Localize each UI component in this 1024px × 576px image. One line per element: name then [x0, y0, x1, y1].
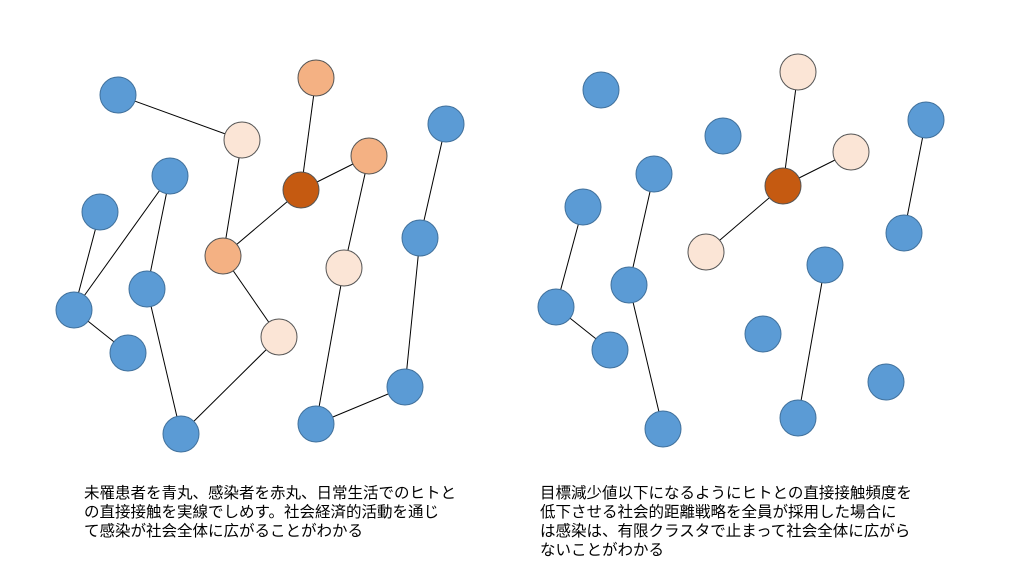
left-caption-line: の直接接触を実線でしめす。社会経済的活動を通じ	[84, 503, 439, 521]
contact-edge	[782, 71, 799, 187]
infected-node	[260, 318, 298, 356]
left-caption-line: 未罹患者を青丸、感染者を赤丸、日常生活でのヒトと	[84, 484, 457, 502]
right-caption: 目標減少値以下になるようにヒトとの直接接触頻度を 低下させる社会的距離戦略を全員…	[540, 484, 912, 560]
susceptible-node	[401, 219, 439, 257]
right-caption-line: は感染は、有限クラスタで止まって社会全体に広がら	[540, 522, 911, 540]
contact-edge	[146, 288, 182, 435]
contact-edge	[628, 284, 664, 430]
contact-edge	[628, 173, 655, 286]
contact-edge	[315, 267, 345, 425]
left-network	[55, 59, 465, 453]
contact-edge	[222, 139, 243, 257]
susceptible-node	[635, 155, 673, 193]
contact-edge	[300, 77, 317, 191]
susceptible-node	[779, 399, 817, 437]
contact-edge	[146, 175, 171, 290]
right-caption-line: 低下させる社会的距離戦略を全員が採用した場合に	[540, 503, 897, 521]
infected-node	[325, 249, 363, 287]
susceptible-node	[564, 188, 602, 226]
left-caption: 未罹患者を青丸、感染者を赤丸、日常生活でのヒトと の直接接触を実線でしめす。社会…	[84, 484, 456, 541]
susceptible-node	[297, 405, 335, 443]
susceptible-node	[907, 101, 945, 139]
susceptible-node	[744, 315, 782, 353]
contact-edge	[117, 94, 243, 141]
susceptible-node	[582, 71, 620, 109]
contact-edge	[903, 119, 927, 234]
contact-edge	[797, 264, 826, 419]
right-caption-line: 目標減少値以下になるようにヒトとの直接接触頻度を	[540, 484, 912, 502]
infected-node	[223, 121, 261, 159]
contact-edge	[343, 155, 370, 269]
left-caption-line: て感染が社会全体に広がることがわかる	[84, 522, 364, 540]
infected-node	[779, 53, 817, 91]
contact-edge	[404, 237, 421, 388]
susceptible-node	[386, 368, 424, 406]
infected-node	[832, 133, 870, 171]
susceptible-node	[644, 410, 682, 448]
infected-source-node	[282, 171, 320, 209]
susceptible-node	[109, 334, 147, 372]
susceptible-node	[867, 363, 905, 401]
right-network	[537, 53, 945, 448]
contact-edge	[180, 336, 280, 435]
susceptible-node	[151, 157, 189, 195]
susceptible-node	[591, 331, 629, 369]
infected-node	[350, 137, 388, 175]
susceptible-node	[81, 193, 119, 231]
susceptible-node	[704, 117, 742, 155]
susceptible-node	[99, 76, 137, 114]
right-caption-line: ないことがわかる	[540, 541, 665, 559]
susceptible-node	[427, 105, 465, 143]
infected-node	[687, 233, 725, 271]
infected-node	[204, 237, 242, 275]
susceptible-node	[128, 270, 166, 308]
susceptible-node	[885, 214, 923, 252]
susceptible-node	[806, 246, 844, 284]
susceptible-node	[610, 266, 648, 304]
susceptible-node	[55, 291, 93, 329]
infected-node	[297, 59, 335, 97]
contact-edge	[419, 123, 447, 239]
susceptible-node	[537, 288, 575, 326]
contact-edge	[73, 175, 171, 311]
susceptible-node	[162, 415, 200, 453]
infected-source-node	[764, 167, 802, 205]
